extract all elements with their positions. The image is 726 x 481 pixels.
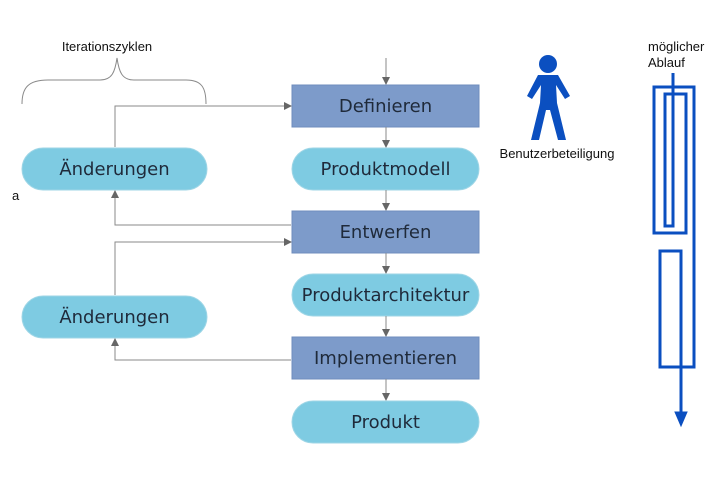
feedback-design-to-changes [111,190,291,226]
feedback-changes-to-define [114,102,292,147]
changes-first: Änderungen [21,147,208,191]
possible-flow-label-line2: Ablauf [648,55,685,70]
phase-define-label: Definieren [339,96,432,117]
changes-second: Änderungen [21,295,208,339]
iterations-label: Iterationszyklen [62,39,152,54]
artifact-product-box [291,400,480,444]
artifact-product-label: Produkt [351,412,420,433]
feedback-changes-to-design [114,238,292,295]
user-participation-label: Benutzerbeteiligung [500,146,615,161]
possible-flow-label-line1: möglicher [648,39,705,54]
iterations-brace [21,57,207,105]
changes-first-label: Änderungen [59,159,169,180]
phase-design: Entwerfen [291,210,480,254]
person-icon [527,55,570,140]
phase-design-box [291,210,480,254]
artifact-product-architecture-label: Produktarchitektur [302,285,470,306]
marker-a: a [12,188,20,203]
possible-flow-path [652,73,696,428]
phase-design-label: Entwerfen [340,222,432,243]
feedback-implement-to-changes [111,338,291,361]
artifact-product-architecture: Produktarchitektur [291,273,480,317]
phase-implement-box [291,336,480,380]
possible-flow-arrowhead [674,411,688,428]
phase-implement: Implementieren [291,336,480,380]
artifact-product-model: Produktmodell [291,147,480,191]
phase-define: Definieren [291,84,480,128]
changes-second-label: Änderungen [59,307,169,328]
artifact-product-model-label: Produktmodell [321,159,451,180]
phase-implement-label: Implementieren [314,348,457,369]
artifact-product: Produkt [291,400,480,444]
